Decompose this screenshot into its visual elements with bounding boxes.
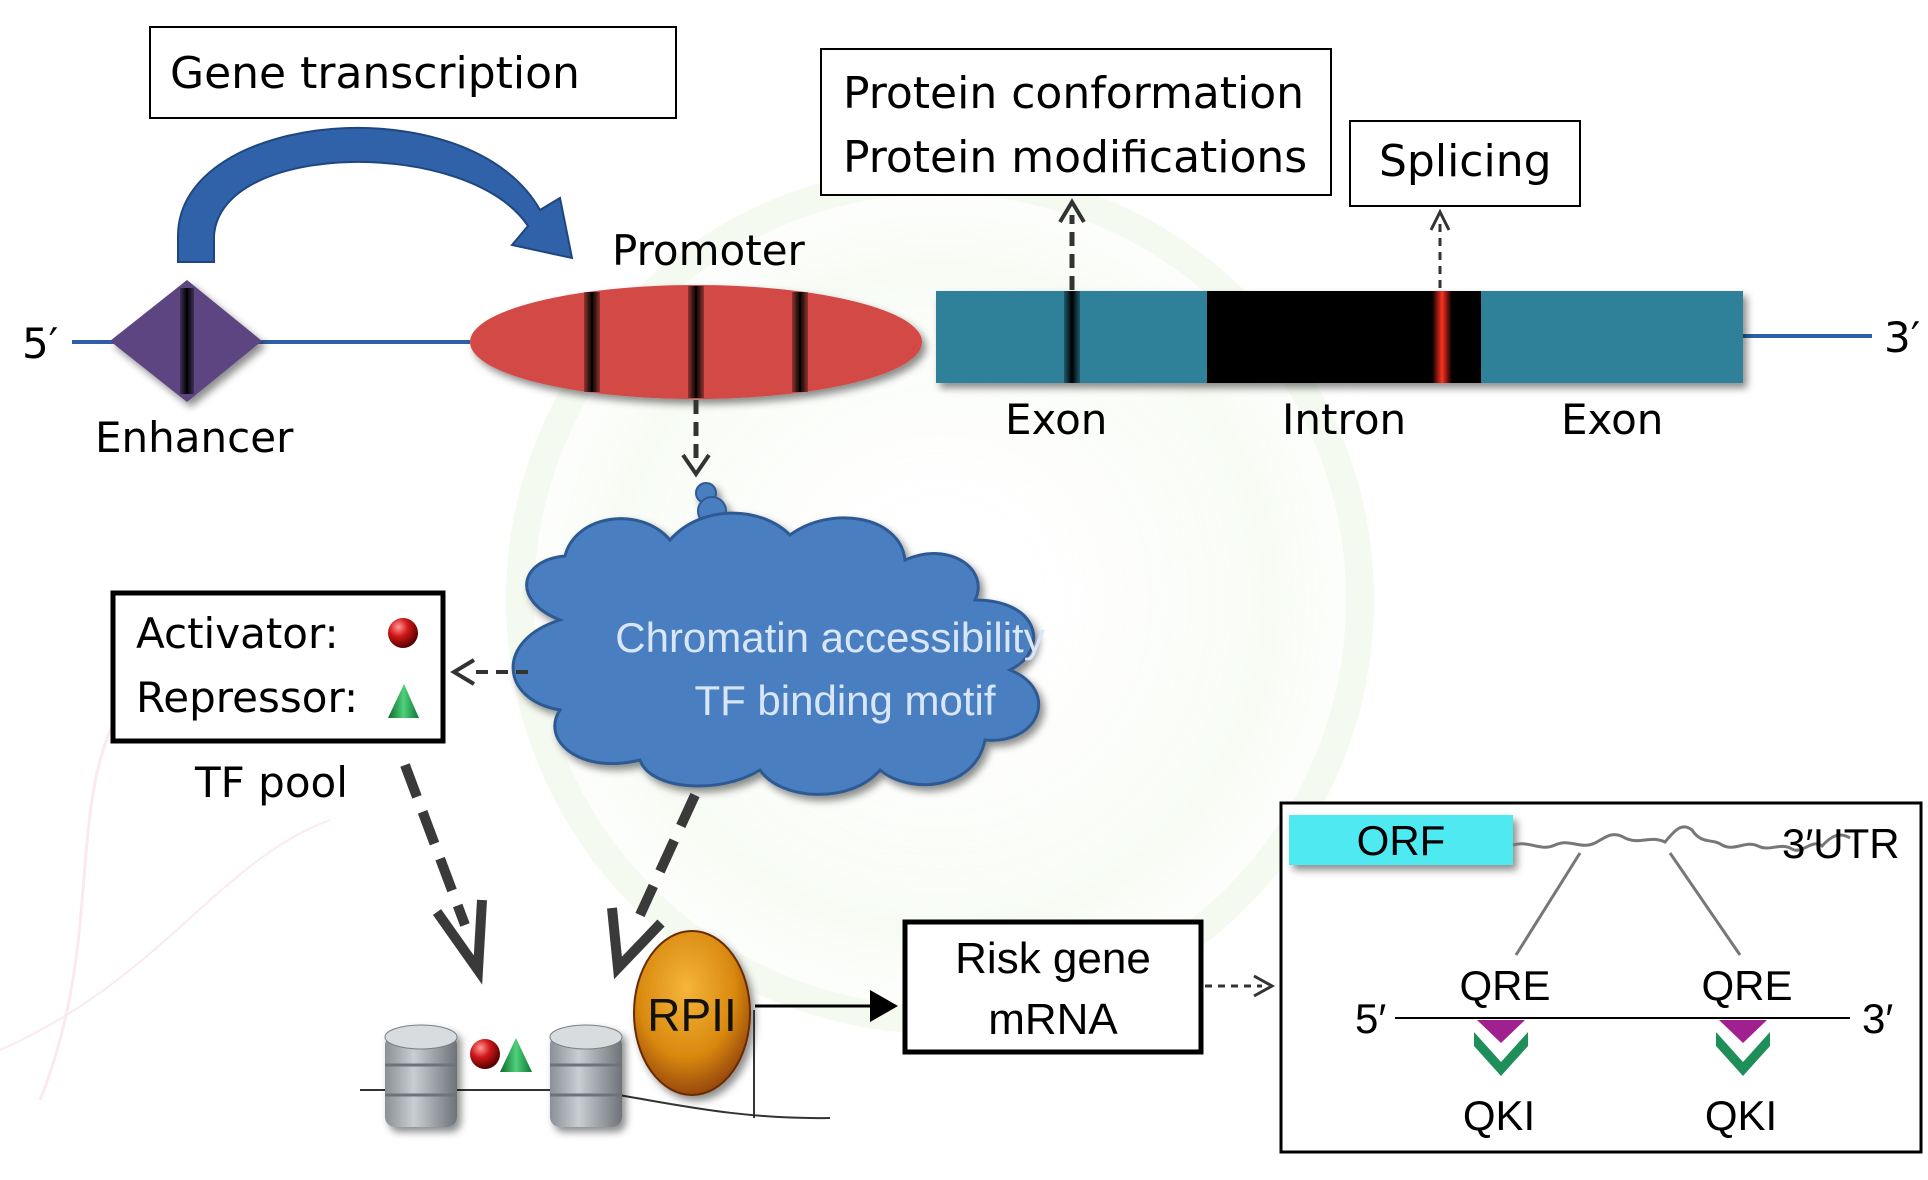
protein-box: Protein conformation Protein modificatio… bbox=[820, 48, 1332, 196]
exon-right-label: Exon bbox=[1561, 395, 1663, 444]
activator-icon bbox=[388, 618, 418, 648]
promoter-to-cloud-arrow bbox=[681, 400, 711, 478]
promoter-label: Promoter bbox=[612, 226, 806, 275]
dashed-arrows-up bbox=[1058, 198, 1451, 290]
exon-left-label: Exon bbox=[1005, 395, 1107, 444]
splicing-label: Splicing bbox=[1379, 136, 1552, 187]
rpii-element bbox=[633, 930, 751, 1096]
qki-left-label: QKI bbox=[1463, 1092, 1535, 1139]
tf-pool-box: Activator: Repressor: bbox=[110, 590, 446, 744]
utr-inset-box: ORF 3′UTR QRE QRE 5′ 3′ QKI QKI bbox=[1279, 801, 1923, 1154]
risk-gene-box: Risk gene mRNA bbox=[902, 919, 1204, 1055]
intron-label: Intron bbox=[1282, 395, 1406, 444]
qki-right-label: QKI bbox=[1705, 1092, 1777, 1139]
protein-modifications-label: Protein modifications bbox=[843, 132, 1307, 183]
nucleosome-left bbox=[384, 1024, 458, 1127]
splicing-box: Splicing bbox=[1349, 120, 1581, 207]
enhancer-element bbox=[110, 280, 262, 402]
nucleosomes bbox=[360, 1024, 831, 1127]
risk-gene-line1: Risk gene bbox=[955, 934, 1151, 983]
bound-activator-icon bbox=[470, 1039, 500, 1069]
protein-conformation-label: Protein conformation bbox=[843, 68, 1304, 119]
risk-gene-line2: mRNA bbox=[988, 995, 1118, 1044]
utr-squiggle bbox=[1512, 825, 1851, 852]
qki-binding-right bbox=[1716, 1020, 1770, 1076]
cloud-line2: TF binding motif bbox=[694, 677, 995, 724]
orf-label: ORF bbox=[1357, 817, 1446, 864]
bound-repressor-icon bbox=[500, 1038, 532, 1072]
gene-transcription-label: Gene transcription bbox=[170, 48, 580, 99]
gene-body bbox=[936, 291, 1743, 383]
tf-pool-label: TF pool bbox=[194, 758, 348, 807]
enhancer-label: Enhancer bbox=[95, 413, 294, 462]
enhancer-to-promoter-arrow bbox=[177, 126, 574, 263]
inset-three-prime-label: 3′ bbox=[1862, 995, 1893, 1042]
qki-binding-left bbox=[1474, 1020, 1528, 1076]
cloud-to-tfpool-arrow bbox=[450, 658, 528, 686]
activator-label: Activator: bbox=[136, 609, 339, 658]
chromatin-cloud bbox=[511, 482, 1041, 796]
rpii-label: RPII bbox=[647, 989, 736, 1041]
utr-label: 3′UTR bbox=[1782, 820, 1900, 867]
qre-left-label: QRE bbox=[1459, 962, 1550, 1009]
repressor-label: Repressor: bbox=[136, 673, 358, 722]
orf-block bbox=[1289, 815, 1513, 865]
exon-right-block bbox=[1481, 291, 1743, 383]
rpii-to-mrna-arrow bbox=[753, 990, 898, 1118]
nucleosome-right bbox=[549, 1024, 623, 1127]
cloud-line1: Chromatin accessibility bbox=[615, 614, 1044, 661]
promoter-element bbox=[470, 285, 922, 399]
mrna-to-inset-arrow bbox=[1205, 974, 1276, 998]
three-prime-label: 3′ bbox=[1884, 313, 1920, 362]
repressor-icon bbox=[388, 684, 419, 718]
gene-transcription-box: Gene transcription bbox=[149, 26, 677, 119]
inset-five-prime-label: 5′ bbox=[1355, 995, 1386, 1042]
five-prime-label: 5′ bbox=[22, 319, 58, 368]
qre-right-label: QRE bbox=[1701, 962, 1792, 1009]
tf-to-nucleosome-arrows bbox=[400, 763, 700, 985]
